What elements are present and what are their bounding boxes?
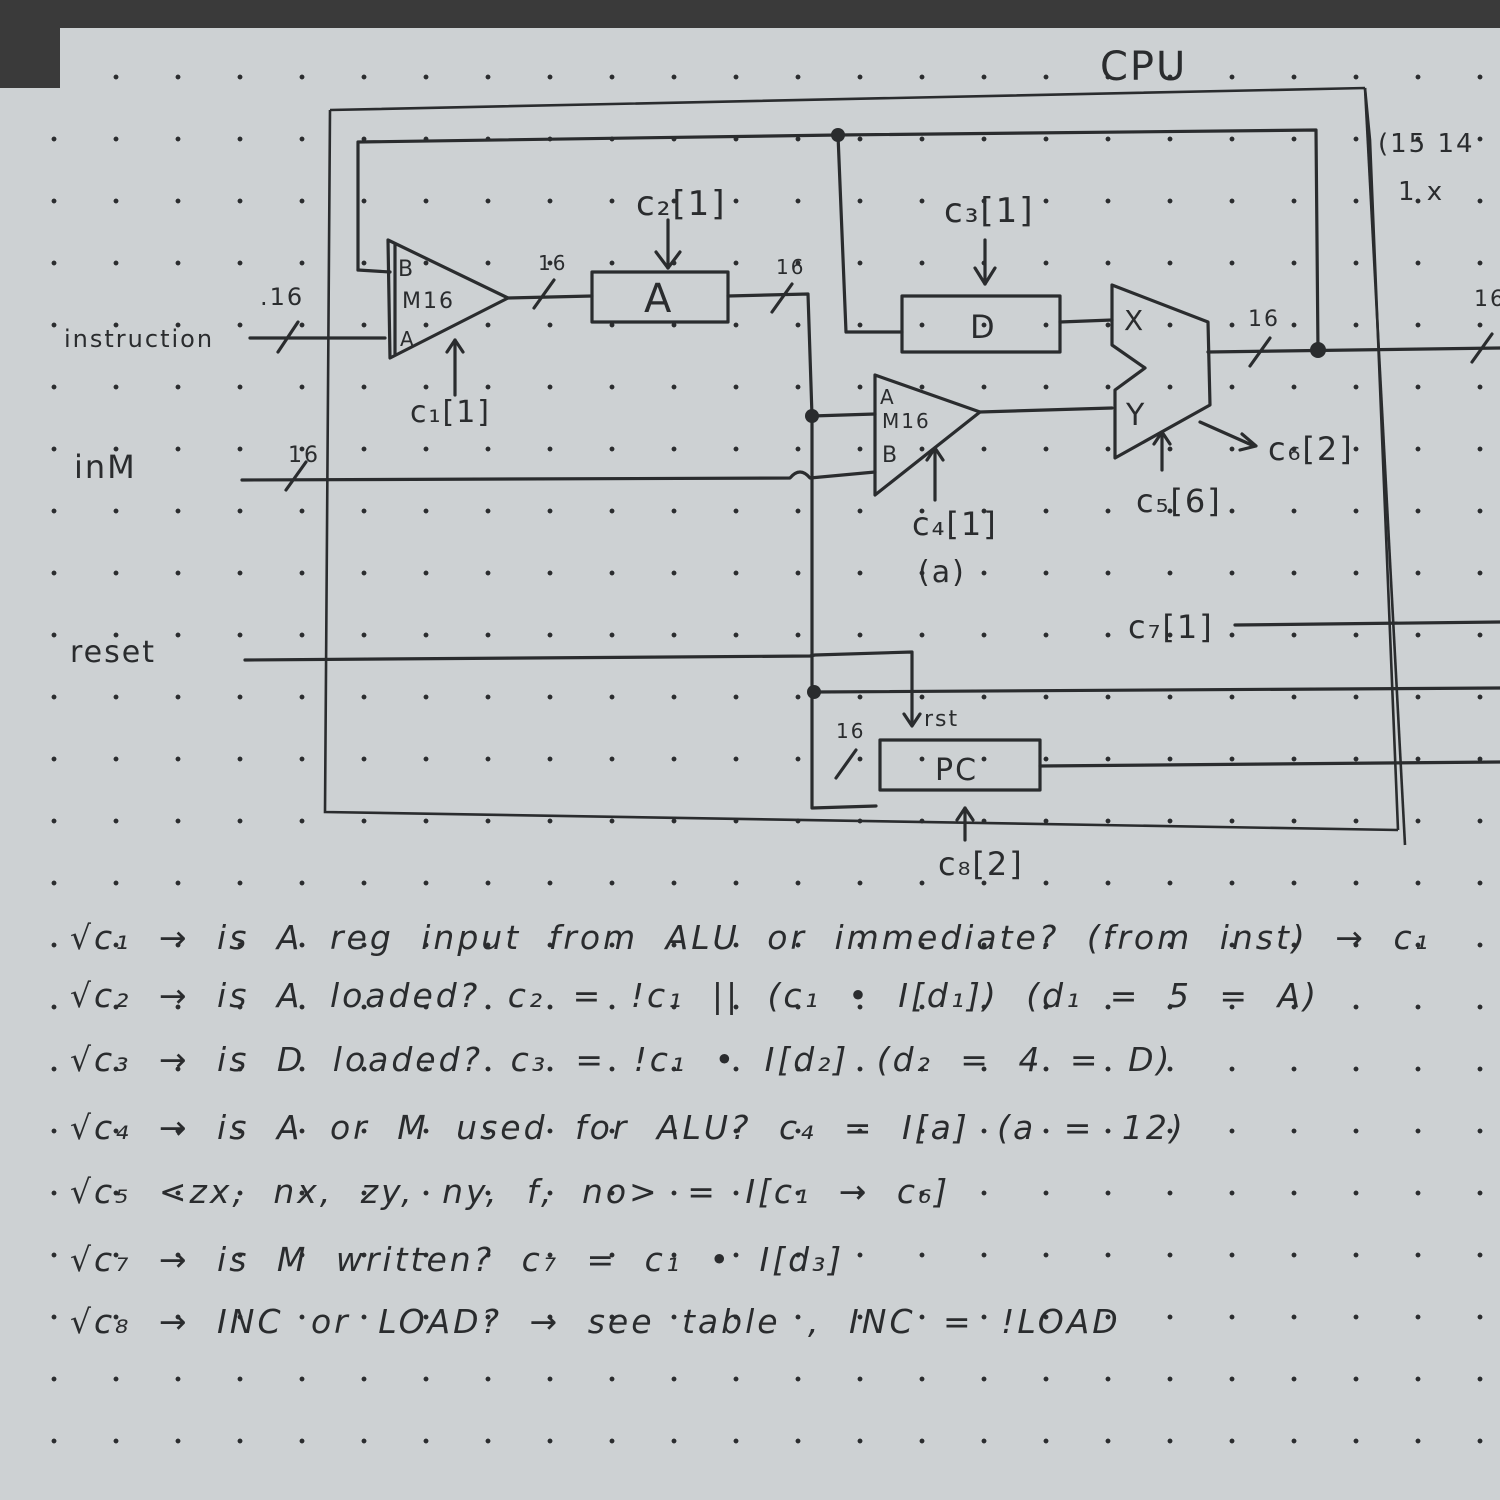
c4-arrow [925,446,945,462]
note-line-c2: √c₂ → is A loaded? c₂ = !c₁ || (c₁ • I[d… [70,976,1320,1015]
alu-out-wire [1206,346,1500,354]
c2-label: c₂[1] [636,184,726,224]
c6-arrow [1238,432,1258,452]
mux1-label: M16 [402,289,455,314]
mux2-label: M16 [882,409,931,433]
c3-arrow [973,266,997,286]
mux2-to-alu-y [978,406,1114,414]
reset-wire [243,650,914,726]
pc-label: PC [935,753,978,788]
right-out-width: 16 [1474,287,1500,312]
note-line-c7: √c₇ → is M written? c₇ = c₁ • I[d₃] [70,1240,845,1279]
instruction-input-label: instruction [64,325,214,353]
mux1-input-b: B [398,257,415,282]
c8-label: c₈[2] [938,845,1024,883]
cpu-boundary-right-edge [1363,87,1407,846]
alu-out-slash [1248,336,1272,368]
pc-in-width: 16 [836,719,865,743]
d-register-label: D [970,308,997,346]
alu-input-y: Y [1125,398,1146,433]
c5-label: c₅[6] [1136,482,1222,520]
reset-input-label: reset [70,635,156,670]
side-note-line1: (15 14 [1378,129,1475,159]
c6-output-line [1198,420,1256,448]
mux1-to-a-slash [532,278,556,310]
note-line-c5: √c₅ <zx, nx, zy, ny, f, no> = I[c₁ → c₆] [70,1172,951,1211]
mux2-input-a: A [880,385,896,409]
inm-input-label: inM [74,448,137,486]
inm-wire [240,470,877,482]
inm-bus-slash [284,460,308,492]
note-line-c8: √c₈ → INC or LOAD? → see table , INC = !… [70,1302,1121,1341]
d-register [900,294,1062,354]
diagram-title: CPU [1100,44,1187,90]
instruction-bus-slash [276,320,300,354]
c7-label: c₇[1] [1128,608,1214,646]
c1-arrow [445,338,465,354]
note-line-c4: √c₄ → is A or M used for ALU? c₄ = I[a] … [70,1108,1186,1147]
reset-arrow [902,712,922,728]
mux1-b-input [356,268,392,274]
alu-shape [1110,283,1212,460]
right-out-slash [1470,332,1494,364]
d-to-alu-x [1058,318,1114,324]
c5-arrow [1152,430,1172,446]
a-register-label: A [644,276,673,322]
mux1-to-a-wire [506,294,594,300]
a-to-output [812,686,1500,694]
a-out-width: 16 [776,255,805,279]
c4-label: c₄[1] [912,505,998,543]
page-corner [0,28,60,88]
note-line-c3: √c₃ → is D loaded? c₃ = !c₁ • I[d₂] (d₂ … [70,1040,1173,1079]
alu-input-x: X [1124,304,1145,337]
c1-label: c₁[1] [410,395,491,430]
c7-output-wire [1233,620,1500,627]
mux2-input-b: B [882,443,899,468]
c4-note: (a) [918,555,966,590]
c2-arrow [654,250,682,270]
alu-out-width: 16 [1248,307,1280,332]
pc-in-slash [834,748,858,780]
instruction-width-label: .16 [260,283,304,311]
mux1-shape [386,238,510,360]
a-out-slash [770,282,794,314]
junction-alu-out [1310,342,1326,358]
mux1-to-a-width: 16 [538,251,567,275]
c8-arrow [955,806,975,822]
a-to-mux2 [810,412,877,418]
pc-rst-label: rst [924,707,959,732]
side-note-line2: 1 x [1398,177,1444,207]
pc-out-wire [1038,760,1500,768]
d-feedback-wire [836,133,904,334]
note-line-c1: √c₁ → is A reg input from ALU or immedia… [70,918,1431,957]
c3-label: c₃[1] [944,191,1034,231]
mux2-shape [873,373,982,497]
mux1-input-a: A [400,327,416,351]
c6-label: c₆[2] [1268,430,1354,468]
